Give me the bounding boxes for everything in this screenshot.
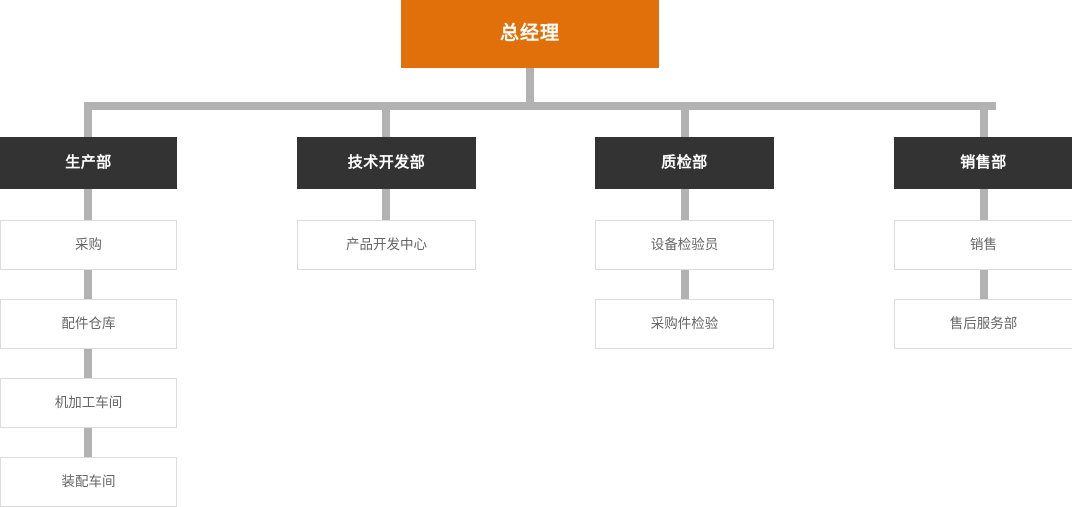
connector-bus-to-dept-1 — [84, 102, 92, 137]
connector-col1-link-3 — [84, 348, 92, 378]
connector-col3-link-1 — [681, 189, 689, 221]
connector-col3-link-2 — [681, 269, 689, 299]
node-sub-sales[interactable]: 销售 — [894, 220, 1072, 270]
connector-bus-to-dept-4 — [980, 102, 988, 137]
node-dept-technical-development[interactable]: 技术开发部 — [297, 137, 476, 189]
connector-col1-link-2 — [84, 269, 92, 299]
node-sub-purchased-parts-inspection[interactable]: 采购件检验 — [595, 299, 774, 349]
connector-bus-to-dept-3 — [681, 102, 689, 137]
node-sub-after-sales-service[interactable]: 售后服务部 — [894, 299, 1072, 349]
connector-col1-link-4 — [84, 427, 92, 457]
connector-col4-link-1 — [980, 189, 988, 221]
node-sub-assembly-workshop[interactable]: 装配车间 — [0, 457, 177, 507]
node-dept-production[interactable]: 生产部 — [0, 137, 177, 189]
connector-col2-link-1 — [382, 189, 390, 221]
node-root-general-manager[interactable]: 总经理 — [401, 0, 659, 68]
connector-col4-link-2 — [980, 269, 988, 299]
connector-root-stem — [526, 68, 534, 106]
node-dept-sales[interactable]: 销售部 — [894, 137, 1072, 189]
node-dept-quality-inspection[interactable]: 质检部 — [595, 137, 774, 189]
node-sub-parts-warehouse[interactable]: 配件仓库 — [0, 299, 177, 349]
node-sub-machining-workshop[interactable]: 机加工车间 — [0, 378, 177, 428]
connector-col1-link-1 — [84, 189, 92, 221]
node-sub-equipment-inspector[interactable]: 设备检验员 — [595, 220, 774, 270]
node-sub-product-development-center[interactable]: 产品开发中心 — [297, 220, 476, 270]
connector-bus-to-dept-2 — [382, 102, 390, 137]
node-sub-procurement[interactable]: 采购 — [0, 220, 177, 270]
connector-bus — [84, 102, 996, 110]
